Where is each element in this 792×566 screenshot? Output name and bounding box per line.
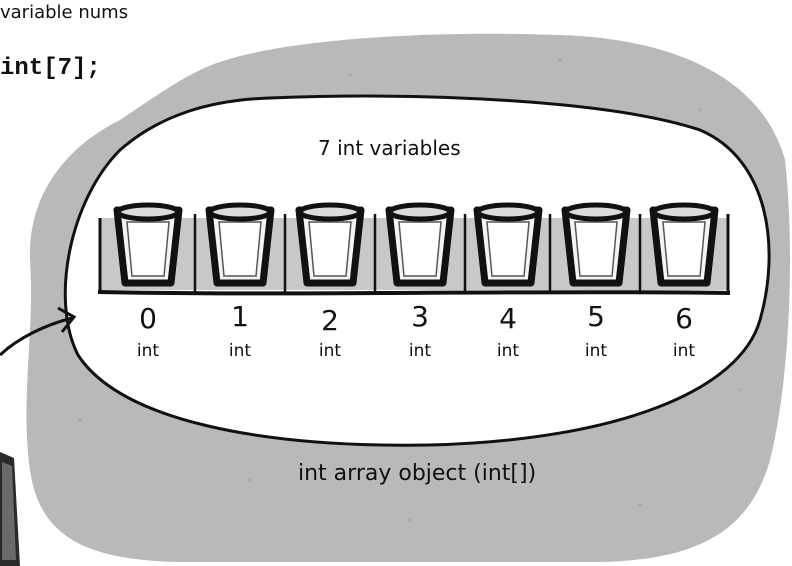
array-cell-2: 2 int <box>295 202 365 361</box>
array-cell-3: 3 int <box>385 202 455 361</box>
cell-index-label: 0 <box>139 302 157 335</box>
cell-type-label: int <box>319 341 341 361</box>
cell-index-label: 6 <box>675 302 693 335</box>
array-cell-6: 6 int <box>649 202 719 361</box>
cell-index-label: 3 <box>411 300 429 333</box>
array-object-label: int array object (int[]) <box>298 461 536 486</box>
cell-type-label: int <box>409 341 431 361</box>
cell-index-label: 5 <box>587 300 605 333</box>
array-cell-0: 0 int <box>113 202 183 361</box>
cell-type-label: int <box>497 341 519 361</box>
cell-index-label: 4 <box>499 302 517 335</box>
reference-arrow <box>0 316 73 357</box>
cell-type-label: int <box>673 341 695 361</box>
code-snippet: int[7]; <box>0 55 101 82</box>
array-cell-5: 5 int <box>561 202 631 361</box>
cell-type-label: int <box>229 341 251 361</box>
array-cell-4: 4 int <box>473 202 543 361</box>
reference-variable-cup <box>0 452 20 566</box>
array-cell-1: 1 int <box>205 202 275 361</box>
variable-caption: variable nums <box>0 2 129 23</box>
array-cells: 0 int 1 int 2 int 3 int 4 int 5 int 6 int <box>113 202 719 361</box>
cell-type-label: int <box>585 341 607 361</box>
array-title: 7 int variables <box>318 136 461 160</box>
cell-type-label: int <box>137 341 159 361</box>
cell-index-label: 1 <box>231 300 249 333</box>
reference-arrow-head <box>57 306 77 333</box>
cell-index-label: 2 <box>321 304 339 337</box>
blob-texture <box>78 58 742 522</box>
